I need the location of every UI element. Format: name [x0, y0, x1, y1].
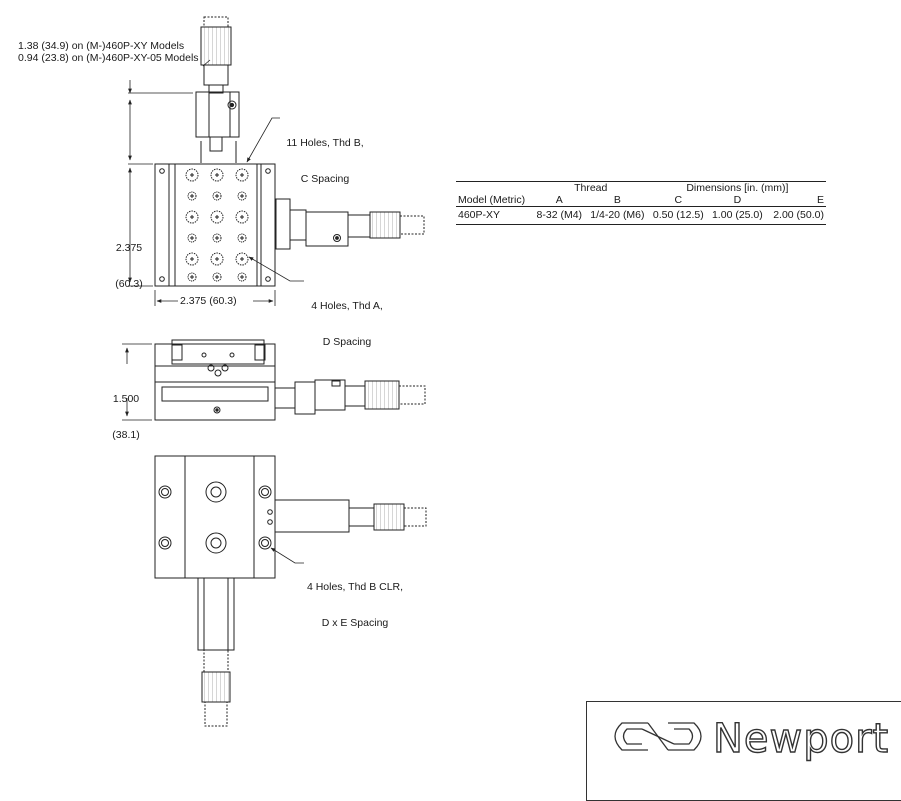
hole-center-mark — [240, 194, 244, 198]
hole-center-mark — [190, 236, 194, 240]
table-group-header: Thread Dimensions [in. (mm)] — [456, 181, 826, 194]
hole-center-mark — [215, 275, 219, 279]
newport-logo-mark — [614, 722, 702, 751]
holes-4b-label: 4 Holes, Thd B CLR, D x E Spacing — [300, 557, 410, 641]
col-c: C — [648, 194, 708, 207]
height-mm: (60.3) — [115, 278, 143, 290]
thread-b-hole — [235, 210, 249, 224]
hole-center-mark — [240, 215, 244, 219]
bottom-view — [154, 455, 427, 727]
side-height-mm: (38.1) — [112, 429, 140, 441]
cell-d: 1.00 (25.0) — [707, 206, 767, 225]
note-xy05-models: 0.94 (23.8) on (M-)460P-XY-05 Models — [18, 52, 199, 64]
hole-center-mark — [240, 275, 244, 279]
thread-b-hole — [210, 210, 224, 224]
side-height-dimension: 1.500 (38.1) — [106, 369, 146, 453]
thread-b-hole — [185, 252, 199, 266]
table-column-header: Model (Metric) A B C D E — [456, 194, 826, 207]
thread-a-hole — [212, 191, 222, 201]
holes-4b-line2: D x E Spacing — [321, 617, 389, 629]
holes-4a-line2: D Spacing — [322, 336, 372, 348]
thread-a-hole — [237, 272, 247, 282]
hole-center-mark — [190, 257, 194, 261]
col-b: B — [585, 194, 649, 207]
thread-b-hole — [210, 252, 224, 266]
top-actuator-housing — [195, 91, 240, 163]
note-xy-models: 1.38 (34.9) on (M-)460P-XY Models — [18, 40, 185, 52]
height-in: 2.375 — [115, 242, 143, 254]
table-row: 460P-XY 8-32 (M4) 1/4-20 (M6) 0.50 (12.5… — [456, 206, 826, 225]
col-model: Model (Metric) — [456, 194, 533, 207]
side-height-in: 1.500 — [112, 393, 140, 405]
dimensions-group-header: Dimensions [in. (mm)] — [648, 181, 826, 194]
top-micrometer — [200, 16, 232, 94]
hole-center-mark — [190, 194, 194, 198]
thread-b-hole — [185, 210, 199, 224]
col-a: A — [532, 194, 586, 207]
holes-4b-line1: 4 Holes, Thd B CLR, — [306, 581, 404, 593]
top-view — [128, 16, 425, 306]
holes-11-line2: C Spacing — [300, 173, 350, 185]
thread-b-hole — [210, 168, 224, 182]
thread-a-hole — [187, 191, 197, 201]
holes-11-line1: 11 Holes, Thd B, — [286, 137, 364, 149]
thread-a-hole — [187, 272, 197, 282]
hole-center-mark — [215, 257, 219, 261]
side-view — [122, 339, 426, 421]
thread-a-hole — [187, 233, 197, 243]
hole-center-mark — [190, 215, 194, 219]
top-dimensions — [128, 59, 304, 306]
holes-11-label: 11 Holes, Thd B, C Spacing — [279, 113, 371, 197]
thread-b-hole — [235, 168, 249, 182]
cell-a: 8-32 (M4) — [532, 206, 586, 225]
spec-table: Thread Dimensions [in. (mm)] Model (Metr… — [456, 181, 826, 225]
thread-b-hole — [185, 168, 199, 182]
hole-center-mark — [240, 257, 244, 261]
thread-group-header: Thread — [532, 181, 649, 194]
hole-center-mark — [215, 194, 219, 198]
technical-drawing — [122, 16, 702, 751]
hole-center-mark — [240, 173, 244, 177]
holes-4a-line1: 4 Holes, Thd A, — [311, 300, 383, 312]
thread-a-hole — [212, 272, 222, 282]
hole-center-mark — [215, 215, 219, 219]
cell-c: 0.50 (12.5) — [648, 206, 708, 225]
top-right-actuator — [275, 198, 425, 250]
newport-wordmark: Newport — [712, 716, 890, 762]
top-stage-body — [154, 163, 276, 287]
thread-b-hole — [235, 252, 249, 266]
thread-a-hole — [237, 233, 247, 243]
col-d: D — [707, 194, 767, 207]
holes-4a-label: 4 Holes, Thd A, D Spacing — [302, 276, 392, 360]
cell-e: 2.00 (50.0) — [766, 206, 826, 225]
width-dimension: 2.375 (60.3) — [180, 295, 237, 307]
hole-center-mark — [240, 236, 244, 240]
hole-center-mark — [190, 173, 194, 177]
cell-model: 460P-XY — [456, 206, 533, 225]
cell-b: 1/4-20 (M6) — [585, 206, 649, 225]
col-e: E — [766, 194, 826, 207]
thread-a-hole — [237, 191, 247, 201]
hole-center-mark — [215, 173, 219, 177]
hole-center-mark — [190, 275, 194, 279]
thread-a-hole — [212, 233, 222, 243]
height-dimension: 2.375 (60.3) — [109, 218, 149, 302]
hole-center-mark — [215, 236, 219, 240]
